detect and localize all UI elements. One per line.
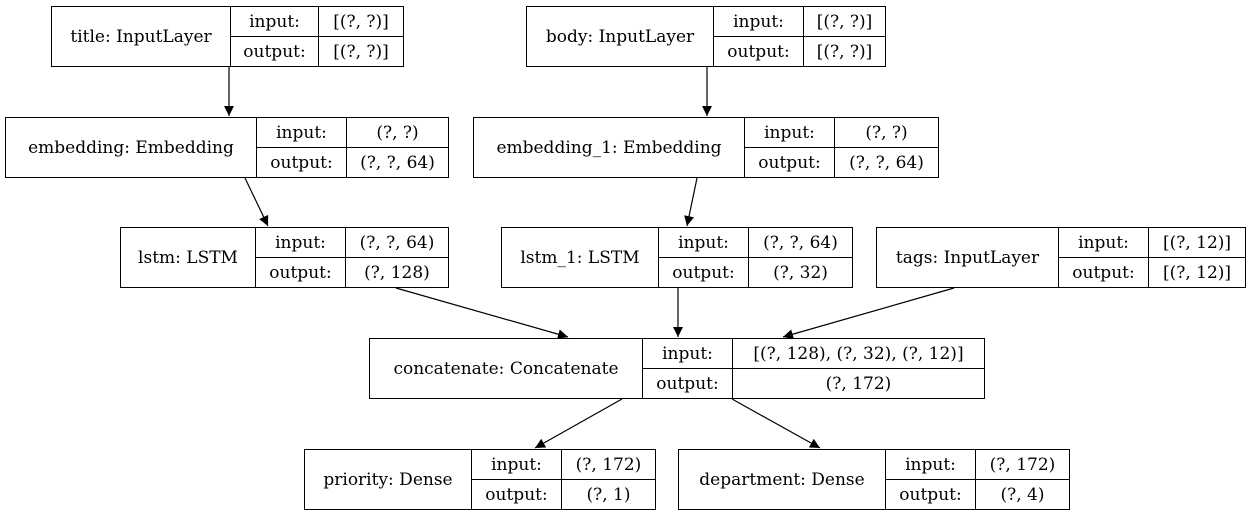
io-values: [(?, 12)] [(?, 12)] [1149,228,1245,287]
node-lstm: lstm: LSTM input: output: (?, ?, 64) (?,… [120,227,449,288]
input-label: input: [643,339,732,369]
output-label: output: [485,484,548,505]
edge-embedding-1-to-lstm-1 [684,177,698,227]
io-labels: input: output: [745,118,835,177]
input-label: input: [257,118,346,148]
input-shape: (?, ?) [835,118,938,148]
node-name: title: InputLayer [52,7,231,66]
input-label: input: [714,7,803,37]
input-shape: [(?, ?)] [319,7,403,37]
io-values: [(?, ?)] [(?, ?)] [319,7,403,66]
io-labels: input: output: [714,7,804,66]
input-shape: (?, ?) [347,118,448,148]
node-name: embedding: Embedding [6,118,257,177]
node-department: department: Dense input: output: (?, 172… [678,449,1070,510]
node-name: tags: InputLayer [877,228,1059,287]
input-label: input: [1059,228,1148,258]
input-shape: (?, 172) [976,450,1069,480]
node-body: body: InputLayer input: output: [(?, ?)]… [526,6,886,67]
input-label: input: [886,450,975,480]
input-label: input: [745,118,834,148]
io-labels: input: output: [256,228,346,287]
node-concatenate: concatenate: Concatenate input: output: … [369,338,985,399]
input-shape: [(?, ?)] [804,7,885,37]
output-label: output: [1072,262,1135,283]
io-labels: input: output: [886,450,976,509]
input-label: input: [256,228,345,258]
output-label: output: [269,262,332,283]
node-name: lstm_1: LSTM [502,228,659,287]
io-labels: input: output: [231,7,319,66]
output-shape: [(?, ?)] [816,41,873,62]
io-values: (?, ?) (?, ?, 64) [835,118,938,177]
output-shape: (?, 128) [364,262,430,283]
edge-embedding-to-lstm [244,177,269,227]
io-labels: input: output: [659,228,749,287]
node-name: department: Dense [679,450,886,509]
output-shape: (?, 172) [825,373,892,394]
node-tags: tags: InputLayer input: output: [(?, 12)… [876,227,1246,288]
node-embedding-1: embedding_1: Embedding input: output: (?… [473,117,939,178]
input-label: input: [659,228,748,258]
node-name: priority: Dense [305,450,472,509]
output-shape: [(?, 12)] [1162,262,1232,283]
io-values: [(?, 128), (?, 32), (?, 12)] (?, 172) [733,339,984,398]
edge-lstm-to-concatenate [395,287,569,340]
input-label: input: [231,7,318,37]
output-label: output: [270,152,333,173]
io-labels: input: output: [1059,228,1149,287]
io-labels: input: output: [472,450,562,509]
input-shape: [(?, 128), (?, 32), (?, 12)] [733,339,984,369]
node-name: concatenate: Concatenate [370,339,643,398]
node-name: body: InputLayer [527,7,714,66]
input-shape: (?, ?, 64) [749,228,852,258]
node-title: title: InputLayer input: output: [(?, ?)… [51,6,404,67]
io-values: (?, ?, 64) (?, 128) [346,228,448,287]
input-shape: (?, ?, 64) [346,228,448,258]
output-label: output: [758,152,821,173]
output-label: output: [727,41,790,62]
io-values: (?, ?) (?, ?, 64) [347,118,448,177]
output-label: output: [243,41,306,62]
node-name: embedding_1: Embedding [474,118,745,177]
output-shape: (?, 32) [773,262,828,283]
node-lstm-1: lstm_1: LSTM input: output: (?, ?, 64) (… [501,227,853,288]
io-labels: input: output: [643,339,733,398]
io-values: (?, ?, 64) (?, 32) [749,228,852,287]
output-shape: (?, ?, 64) [360,152,435,173]
edge-concatenate-to-priority [534,398,623,449]
io-values: (?, 172) (?, 4) [976,450,1069,509]
output-label: output: [899,484,962,505]
node-name: lstm: LSTM [121,228,256,287]
output-shape: (?, ?, 64) [849,152,924,173]
output-label: output: [672,262,735,283]
io-values: [(?, ?)] [(?, ?)] [804,7,885,66]
output-shape: (?, 4) [1000,484,1045,505]
input-label: input: [472,450,561,480]
io-values: (?, 172) (?, 1) [562,450,655,509]
output-label: output: [656,373,719,394]
edge-tags-to-concatenate [782,287,955,340]
edge-concatenate-to-department [731,398,821,449]
output-shape: [(?, ?)] [333,41,389,62]
input-shape: (?, 172) [562,450,655,480]
io-labels: input: output: [257,118,347,177]
input-shape: [(?, 12)] [1149,228,1245,258]
node-embedding: embedding: Embedding input: output: (?, … [5,117,449,178]
output-shape: (?, 1) [586,484,631,505]
node-priority: priority: Dense input: output: (?, 172) … [304,449,656,510]
